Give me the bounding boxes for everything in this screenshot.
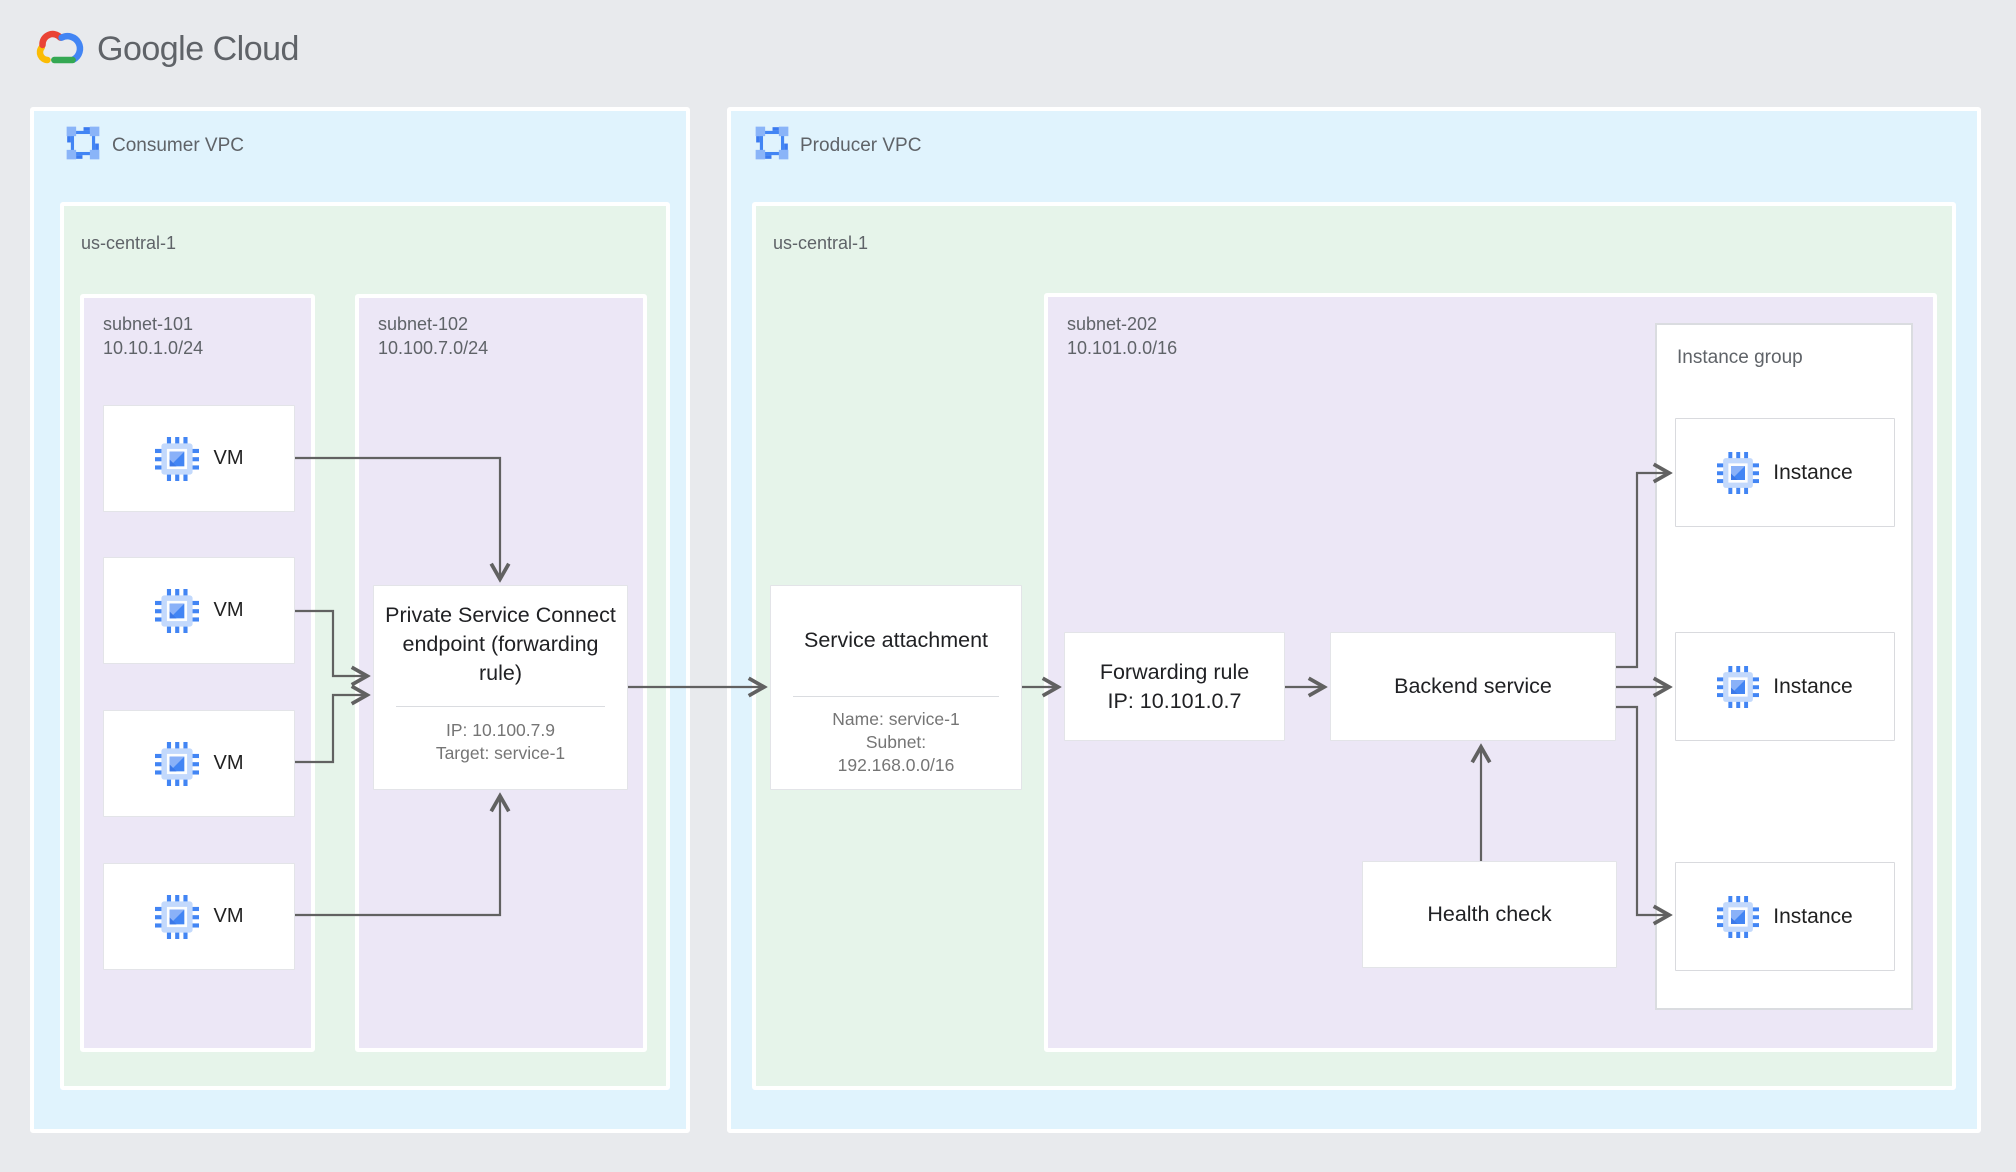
vpc-network-icon xyxy=(753,124,791,162)
compute-vm-icon xyxy=(155,589,199,633)
vpc-network-icon xyxy=(64,124,102,162)
compute-vm-icon xyxy=(1717,452,1759,494)
logo-google: Google xyxy=(97,30,204,68)
producer-region-label: us-central-1 xyxy=(773,233,869,253)
divider xyxy=(793,696,999,697)
instance-group-label: Instance group xyxy=(1677,347,1803,368)
backend-service-label: Backend service xyxy=(1394,674,1552,698)
compute-vm-icon xyxy=(155,742,199,786)
google-cloud-logo-text: Google Cloud xyxy=(97,30,299,69)
service-attachment-node: Service attachment Name: service-1 Subne… xyxy=(770,585,1022,790)
vm-label: VM xyxy=(213,905,244,927)
consumer-region-label: us-central-1 xyxy=(81,233,177,253)
compute-vm-icon xyxy=(1717,896,1759,938)
psc-endpoint-title: Private Service Connect endpoint (forwar… xyxy=(382,601,619,688)
compute-vm-icon xyxy=(1717,666,1759,708)
subnet-202-name: subnet-202 xyxy=(1067,314,1158,334)
subnet-101-label: subnet-101 10.10.1.0/24 xyxy=(103,312,203,360)
subnet-202-label: subnet-202 10.101.0.0/16 xyxy=(1067,312,1177,360)
psc-title-text: Private Service Connect endpoint xyxy=(385,602,616,656)
subnet-101-name: subnet-101 xyxy=(103,314,194,334)
service-attachment-details: Name: service-1 Subnet: 192.168.0.0/16 xyxy=(771,708,1021,777)
vm-label: VM xyxy=(213,752,244,774)
health-check-node: Health check xyxy=(1362,861,1617,968)
psc-endpoint-node: Private Service Connect endpoint (forwar… xyxy=(373,585,628,790)
instance-node-1: Instance xyxy=(1675,418,1895,527)
divider xyxy=(396,706,605,707)
instance-node-3: Instance xyxy=(1675,862,1895,971)
google-cloud-logo-icon xyxy=(34,26,86,68)
forwarding-rule-ip: IP: 10.101.0.7 xyxy=(1107,688,1242,713)
service-attachment-title: Service attachment xyxy=(803,627,989,652)
subnet-102-name: subnet-102 xyxy=(378,314,469,334)
instance-label: Instance xyxy=(1773,674,1853,698)
psc-subtitle-text: (forwarding rule) xyxy=(478,631,599,685)
subnet-202-cidr: 10.101.0.0/16 xyxy=(1067,338,1178,358)
vm-node-4: VM xyxy=(103,863,295,970)
psc-ip: IP: 10.100.7.9 xyxy=(446,720,555,740)
instance-label: Instance xyxy=(1773,904,1853,928)
subnet-101-cidr: 10.10.1.0/24 xyxy=(103,338,204,358)
consumer-vpc-label: Consumer VPC xyxy=(112,135,244,156)
subnet-102-label: subnet-102 10.100.7.0/24 xyxy=(378,312,488,360)
service-attachment-subnet-label: Subnet: xyxy=(865,732,927,752)
vm-node-2: VM xyxy=(103,557,295,664)
vm-label: VM xyxy=(213,447,244,469)
vm-node-3: VM xyxy=(103,710,295,817)
producer-vpc-label: Producer VPC xyxy=(800,135,922,156)
compute-vm-icon xyxy=(155,895,199,939)
forwarding-rule-node: Forwarding rule IP: 10.101.0.7 xyxy=(1064,632,1285,741)
instance-label: Instance xyxy=(1773,460,1853,484)
logo-cloud: Cloud xyxy=(203,30,300,68)
psc-target: Target: service-1 xyxy=(435,743,566,763)
backend-service-node: Backend service xyxy=(1330,632,1616,741)
instance-node-2: Instance xyxy=(1675,632,1895,741)
psc-endpoint-details: IP: 10.100.7.9 Target: service-1 xyxy=(374,719,627,765)
service-attachment-name: Name: service-1 xyxy=(832,709,960,729)
vm-label: VM xyxy=(213,599,244,621)
compute-vm-icon xyxy=(155,437,199,481)
vm-node-1: VM xyxy=(103,405,295,512)
service-attachment-subnet-cidr: 192.168.0.0/16 xyxy=(837,755,955,775)
health-check-label: Health check xyxy=(1427,902,1552,926)
forwarding-rule-title: Forwarding rule xyxy=(1099,659,1250,684)
subnet-102-cidr: 10.100.7.0/24 xyxy=(378,338,489,358)
